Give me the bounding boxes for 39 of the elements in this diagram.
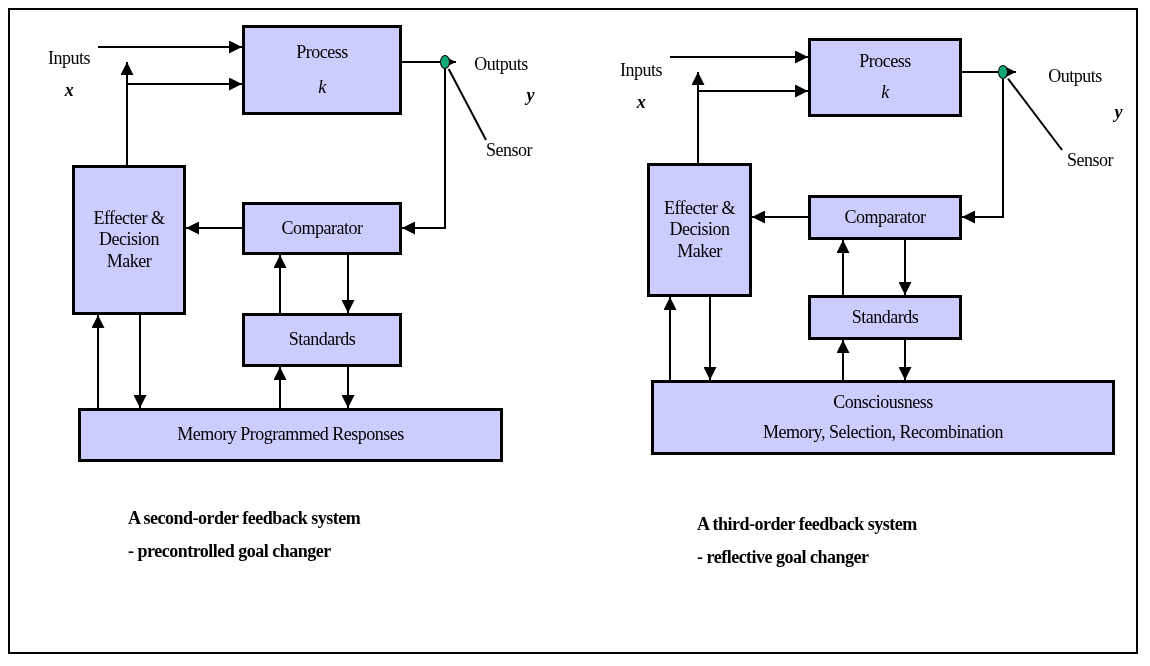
variable-label: x [64,80,74,102]
memory-box [78,408,503,462]
sensor-label: Sensor [486,140,532,162]
box-label: Consciousness [833,391,933,414]
box-label: Process [296,41,348,64]
sensor-dot [440,55,450,69]
variable-label: k [318,76,326,99]
process-box [242,25,402,115]
output-label: Outputs [1048,66,1102,88]
box-label: Memory Programmed Responses [177,424,404,446]
standards-box [808,295,962,340]
comparator-box [242,202,402,255]
box-label: Memory, Selection, Recombination [763,421,1003,444]
sensor-label: Sensor [1067,150,1113,172]
variable-label: y [526,84,534,107]
caption-text: A second-order feedback system [128,508,361,529]
input-label: Inputs [48,48,90,70]
process-box [808,38,962,117]
box-label: Process [859,50,911,73]
output-label: Outputs [474,53,528,76]
caption-text: - reflective goal changer [697,547,869,568]
box-label: Standards [851,306,919,329]
decision-maker-box [72,165,186,315]
variable-label: k [881,82,889,105]
sensor-dot [998,65,1008,79]
box-label: Comparator [844,206,926,229]
consciousness-box [651,380,1115,455]
decision-maker-box [647,163,752,297]
caption-text: A third-order feedback system [697,514,917,535]
box-label: Effecter & Decision Maker [92,207,166,273]
comparator-box [808,195,962,240]
standards-box [242,313,402,367]
box-label: Comparator [281,217,363,240]
input-label: Inputs [620,60,662,82]
caption-text: - precontrolled goal changer [128,541,331,562]
box-label: Effecter & Decision Maker [662,197,737,263]
box-label: Standards [288,329,356,351]
variable-label: y [1114,102,1122,124]
variable-label: x [636,92,646,114]
